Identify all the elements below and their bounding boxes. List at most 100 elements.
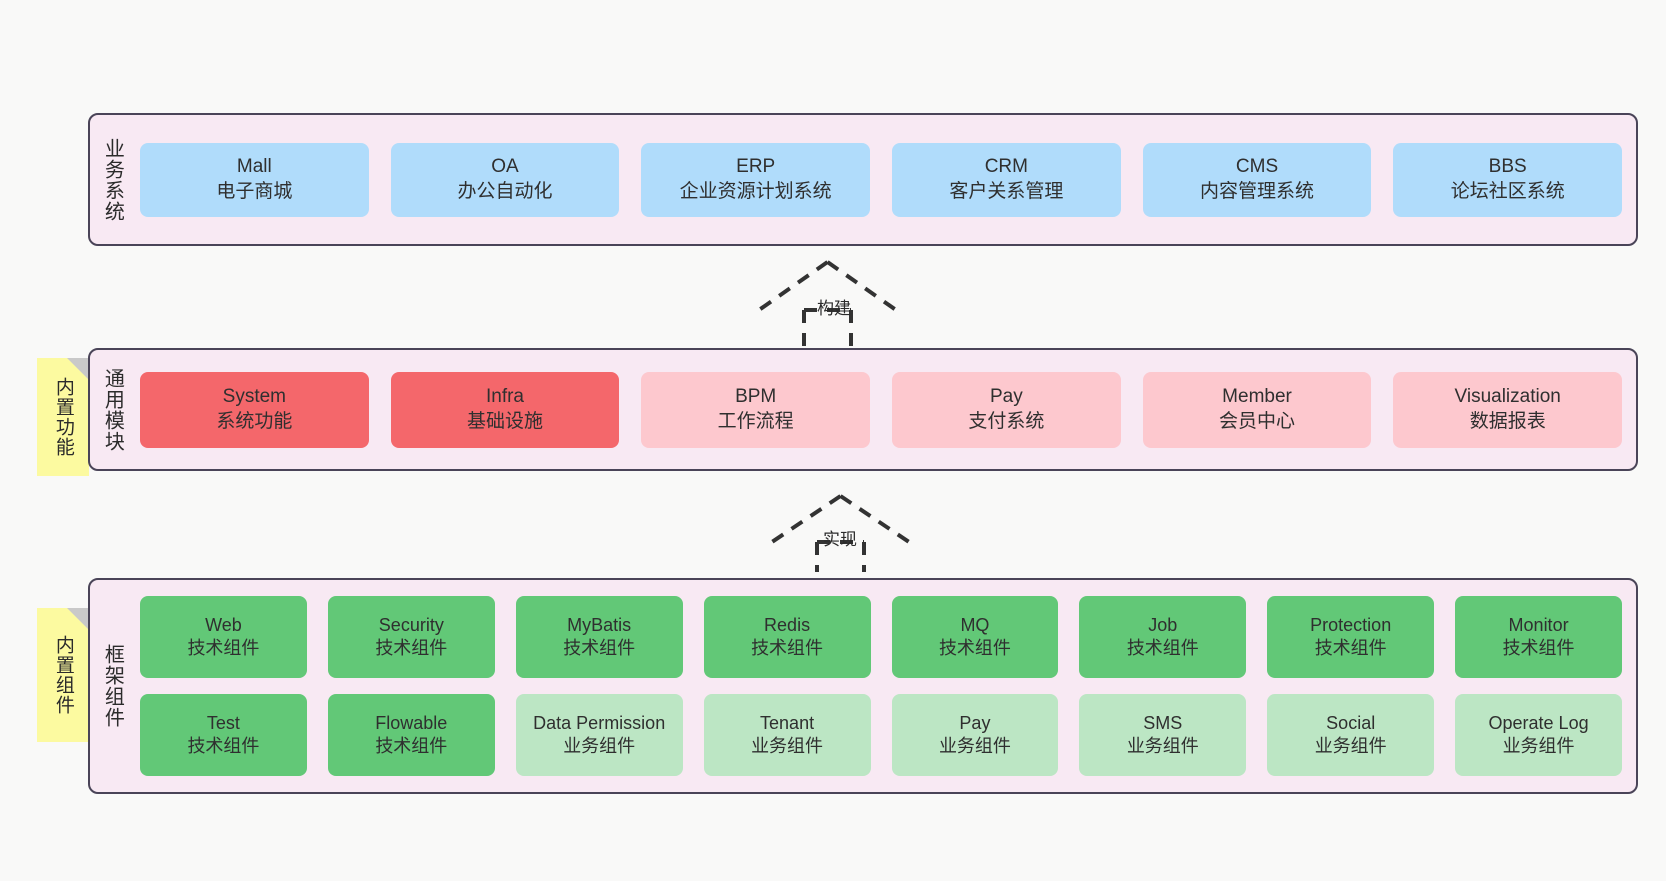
card-mq-name: MQ bbox=[960, 614, 990, 635]
card-protection[interactable]: Protection 技术组件 bbox=[1267, 596, 1435, 678]
card-erp-desc: 企业资源计划系统 bbox=[679, 180, 832, 202]
card-job-name: Job bbox=[1148, 614, 1178, 635]
arrow-build: 构建 bbox=[755, 258, 900, 346]
card-bpm-name: BPM bbox=[735, 385, 777, 407]
card-mybatis[interactable]: MyBatis 技术组件 bbox=[515, 596, 683, 678]
card-mybatis-name: MyBatis bbox=[567, 614, 632, 635]
arrow-build-label: 构建 bbox=[817, 299, 851, 318]
card-oa[interactable]: OA 办公自动化 bbox=[390, 142, 620, 217]
card-tenant-name: Tenant bbox=[760, 712, 815, 733]
card-web[interactable]: Web 技术组件 bbox=[140, 596, 307, 678]
card-visualization-name: Visualization bbox=[1454, 385, 1561, 407]
card-mybatis-desc: 技术组件 bbox=[563, 638, 636, 658]
card-monitor[interactable]: Monitor 技术组件 bbox=[1455, 596, 1622, 678]
card-infra[interactable]: Infra 基础设施 bbox=[390, 371, 620, 448]
card-redis[interactable]: Redis 技术组件 bbox=[703, 596, 871, 678]
card-mall[interactable]: Mall 电子商城 bbox=[140, 142, 369, 217]
card-mall-name: Mall bbox=[236, 155, 272, 177]
card-bbs[interactable]: BBS 论坛社区系统 bbox=[1393, 142, 1623, 217]
note-fold-icon bbox=[67, 608, 89, 630]
card-security-name: Security bbox=[378, 614, 444, 635]
card-flowable-desc: 技术组件 bbox=[375, 736, 448, 756]
card-social[interactable]: Social 业务组件 bbox=[1267, 694, 1435, 776]
layer-framework-title: 框架组件 bbox=[101, 644, 124, 728]
card-data-permission-desc: 业务组件 bbox=[563, 736, 636, 756]
note-builtin-component: 内置组件 bbox=[37, 608, 89, 742]
layer-framework-cards: Web 技术组件 Security 技术组件 MyBatis 技术组件 Redi… bbox=[134, 580, 1636, 792]
card-infra-desc: 基础设施 bbox=[467, 410, 544, 432]
card-tenant-desc: 业务组件 bbox=[751, 736, 824, 756]
card-monitor-name: Monitor bbox=[1508, 614, 1569, 635]
framework-row-business: Test 技术组件 Flowable 技术组件 Data Permission … bbox=[140, 694, 1622, 776]
note-builtin-function-label: 内置功能 bbox=[52, 377, 74, 457]
card-tenant[interactable]: Tenant 业务组件 bbox=[703, 694, 871, 776]
layer-business-title: 业务系统 bbox=[101, 137, 124, 222]
card-bpm[interactable]: BPM 工作流程 bbox=[641, 371, 871, 448]
card-cms-name: CMS bbox=[1235, 155, 1279, 177]
card-mq-desc: 技术组件 bbox=[938, 638, 1011, 658]
card-erp[interactable]: ERP 企业资源计划系统 bbox=[641, 142, 871, 217]
arrow-build-glyph bbox=[757, 260, 898, 346]
card-job[interactable]: Job 技术组件 bbox=[1079, 596, 1247, 678]
card-bbs-desc: 论坛社区系统 bbox=[1450, 180, 1565, 202]
card-pay-component-desc: 业务组件 bbox=[938, 736, 1011, 756]
card-cms[interactable]: CMS 内容管理系统 bbox=[1142, 142, 1372, 217]
card-monitor-desc: 技术组件 bbox=[1502, 638, 1575, 658]
card-web-desc: 技术组件 bbox=[187, 638, 260, 658]
card-system-name: System bbox=[222, 385, 287, 407]
card-redis-name: Redis bbox=[764, 614, 811, 635]
card-pay-component-name: Pay bbox=[959, 712, 991, 733]
card-oa-desc: 办公自动化 bbox=[457, 180, 553, 202]
card-operate-log-desc: 业务组件 bbox=[1502, 736, 1575, 756]
card-member-desc: 会员中心 bbox=[1219, 410, 1296, 432]
arrow-implement-label: 实现 bbox=[823, 530, 857, 549]
card-redis-desc: 技术组件 bbox=[751, 638, 824, 658]
card-flowable[interactable]: Flowable 技术组件 bbox=[327, 694, 495, 776]
layer-business-systems: 业务系统 Mall 电子商城 OA 办公自动化 ERP 企业资源计划系统 CRM… bbox=[88, 113, 1638, 246]
card-pay-module[interactable]: Pay 支付系统 bbox=[892, 371, 1121, 448]
card-member-name: Member bbox=[1222, 385, 1292, 407]
card-crm-desc: 客户关系管理 bbox=[949, 180, 1064, 202]
card-flowable-name: Flowable bbox=[375, 712, 448, 733]
card-crm-name: CRM bbox=[984, 155, 1028, 177]
card-test[interactable]: Test 技术组件 bbox=[140, 694, 307, 776]
card-visualization[interactable]: Visualization 数据报表 bbox=[1393, 371, 1623, 448]
card-data-permission[interactable]: Data Permission 业务组件 bbox=[515, 694, 683, 776]
card-test-desc: 技术组件 bbox=[187, 736, 260, 756]
card-protection-name: Protection bbox=[1310, 614, 1392, 635]
card-mq[interactable]: MQ 技术组件 bbox=[891, 596, 1059, 678]
card-visualization-desc: 数据报表 bbox=[1469, 410, 1546, 432]
card-sms-name: SMS bbox=[1143, 712, 1183, 733]
card-crm[interactable]: CRM 客户关系管理 bbox=[892, 142, 1121, 217]
card-data-permission-name: Data Permission bbox=[533, 712, 666, 733]
card-system[interactable]: System 系统功能 bbox=[140, 371, 369, 448]
card-sms-desc: 业务组件 bbox=[1126, 736, 1199, 756]
layer-modules-title: 通用模块 bbox=[101, 367, 124, 452]
card-cms-desc: 内容管理系统 bbox=[1200, 180, 1315, 202]
layer-business-cards: Mall 电子商城 OA 办公自动化 ERP 企业资源计划系统 CRM 客户关系… bbox=[134, 115, 1636, 244]
card-web-name: Web bbox=[205, 614, 242, 635]
card-operate-log-name: Operate Log bbox=[1488, 712, 1589, 733]
card-system-desc: 系统功能 bbox=[216, 410, 293, 432]
layer-framework-components: 框架组件 Web 技术组件 Security 技术组件 MyBatis 技术组件… bbox=[88, 578, 1638, 794]
card-member[interactable]: Member 会员中心 bbox=[1142, 371, 1372, 448]
note-fold-icon bbox=[67, 358, 89, 380]
card-security[interactable]: Security 技术组件 bbox=[327, 596, 495, 678]
card-infra-name: Infra bbox=[485, 385, 525, 407]
card-job-desc: 技术组件 bbox=[1126, 638, 1199, 658]
card-bpm-desc: 工作流程 bbox=[717, 410, 794, 432]
card-sms[interactable]: SMS 业务组件 bbox=[1079, 694, 1247, 776]
card-erp-name: ERP bbox=[736, 155, 776, 177]
card-operate-log[interactable]: Operate Log 业务组件 bbox=[1455, 694, 1622, 776]
arrow-implement-glyph bbox=[770, 494, 911, 572]
arrow-implement: 实现 bbox=[768, 492, 913, 572]
card-social-name: Social bbox=[1326, 712, 1376, 733]
card-protection-desc: 技术组件 bbox=[1314, 638, 1387, 658]
card-mall-desc: 电子商城 bbox=[216, 180, 293, 202]
layer-common-modules: 通用模块 System 系统功能 Infra 基础设施 BPM 工作流程 Pay… bbox=[88, 348, 1638, 471]
card-social-desc: 业务组件 bbox=[1314, 736, 1387, 756]
layer-modules-cards: System 系统功能 Infra 基础设施 BPM 工作流程 Pay 支付系统… bbox=[134, 350, 1636, 469]
card-test-name: Test bbox=[206, 712, 240, 733]
card-pay-component[interactable]: Pay 业务组件 bbox=[891, 694, 1059, 776]
